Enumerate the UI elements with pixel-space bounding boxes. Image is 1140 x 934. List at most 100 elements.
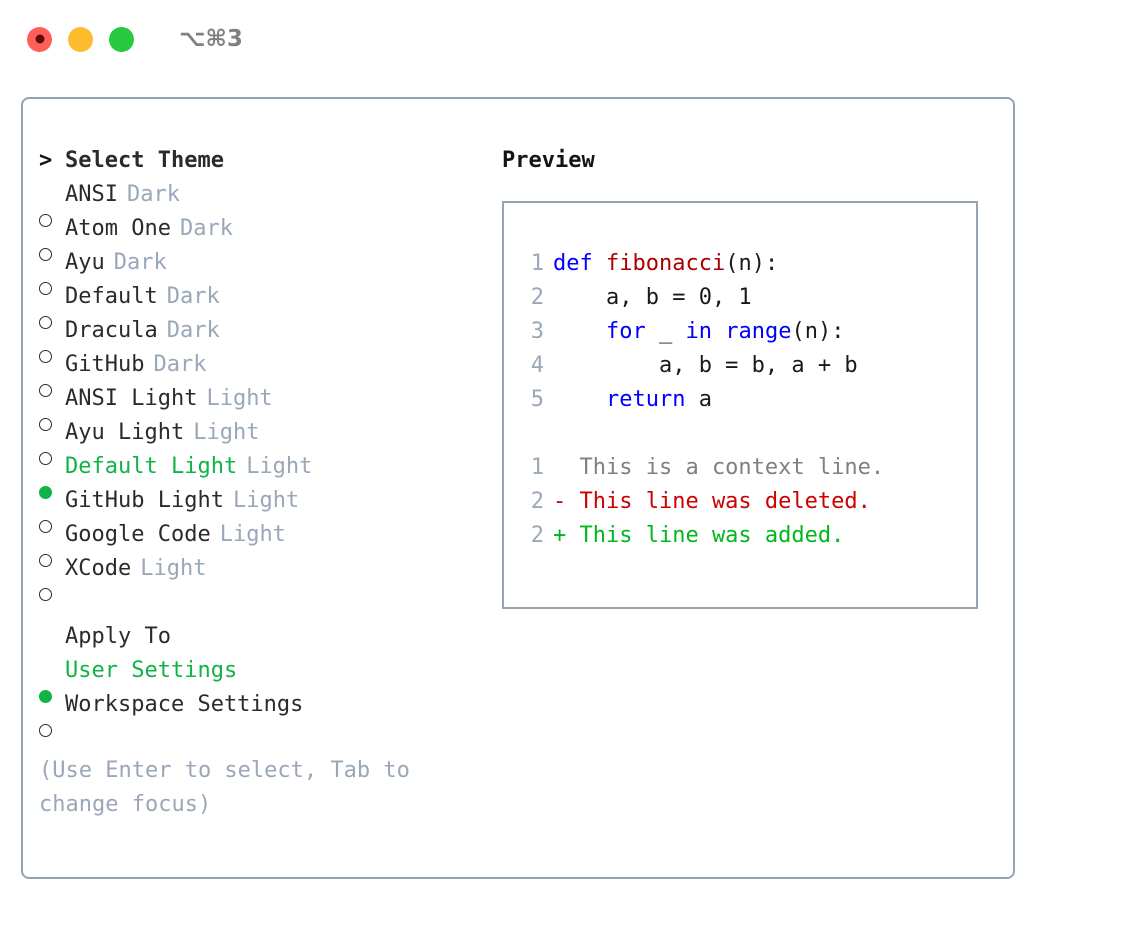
theme-name-label: Ayu Light [65,420,185,445]
radio-dot [39,520,52,533]
prompt-caret-icon: > [39,148,53,173]
diff-line: 2 + This line was added. [504,519,976,553]
theme-variant-tag: Dark [166,284,220,309]
apply-to-list-item[interactable]: User Settings [39,654,499,703]
theme-name-label: GitHub Light [65,488,224,513]
apply-to-indent [39,620,65,654]
line-number: 4 [530,353,544,378]
radio-dot [39,214,52,227]
close-window-icon[interactable] [27,26,52,52]
code-diff-gap [504,417,976,451]
theme-list-item[interactable]: Google Code Light [39,518,499,567]
maximize-window-icon[interactable] [109,26,134,52]
window-titlebar: ⌥⌘3 [0,0,1140,78]
theme-name-label: ANSI Light [65,386,198,411]
apply-to-label: User Settings [65,658,238,683]
radio-dot [39,486,52,499]
theme-list-item[interactable]: XCode Light [39,552,499,601]
radio-dot [39,452,52,465]
theme-name-label: Google Code [65,522,211,547]
code-line: 2 a, b = 0, 1 [504,281,976,315]
radio-dot [39,350,52,363]
theme-list-item[interactable]: Ayu Dark [39,246,499,295]
code-token: + This line was added. [553,523,845,548]
theme-list-item[interactable]: Default Light Light [39,450,499,499]
theme-variant-tag: Dark [179,216,233,241]
line-number: 1 [530,455,544,480]
code-token: a, b = b, a + b [553,353,858,378]
radio-dot [39,554,52,567]
line-number: 2 [530,285,544,310]
line-number: 3 [530,319,544,344]
theme-name-label: Default Light [65,454,238,479]
theme-variant-tag: Light [246,454,313,479]
line-number: 1 [530,251,544,276]
list-spacer [39,586,499,620]
code-token: a, b = 0, 1 [553,285,752,310]
code-text: + This line was added. [553,519,844,553]
code-text: This is a context line. [553,451,884,485]
radio-dot [39,282,52,295]
theme-name-label: Atom One [65,216,171,241]
radio-dot [39,384,52,397]
diff-sample: 1 This is a context line. 2 - This line wa… [504,451,976,553]
code-text: def fibonacci(n): [553,247,778,281]
code-token [553,387,606,412]
code-token: This is a context line. [553,455,885,480]
theme-name-label: Ayu [65,250,105,275]
apply-to-heading-label: Apply To [65,624,171,649]
code-token: fibonacci [605,251,726,276]
theme-name-label: XCode [65,556,132,581]
code-text: return a [553,383,712,417]
theme-list-item[interactable]: Ayu Light Light [39,416,499,465]
code-line: 3 for _ in range(n): [504,315,976,349]
line-number: 2 [530,523,544,548]
code-token [712,319,725,344]
theme-variant-tag: Dark [166,318,220,343]
theme-name-label: GitHub [65,352,145,377]
theme-list-item[interactable]: GitHub Light Light [39,484,499,533]
theme-name-label: ANSI [65,182,118,207]
code-token: return [605,387,686,412]
theme-list-item[interactable]: GitHub Dark [39,348,499,397]
apply-to-list-item[interactable]: Workspace Settings [39,688,499,737]
radio-dot [39,248,52,261]
code-token: in [685,319,712,344]
theme-name-label: Default [65,284,158,309]
radio-dot [39,588,52,601]
code-token: a [685,387,712,412]
theme-variant-tag: Dark [153,352,207,377]
code-token: - This line was deleted. [553,489,871,514]
minimize-window-icon[interactable] [68,26,93,52]
line-number: 2 [530,489,544,514]
theme-variant-tag: Dark [113,250,167,275]
code-line: 1 def fibonacci(n): [504,247,976,281]
theme-list-item[interactable]: Atom One Dark [39,212,499,261]
theme-variant-tag: Light [193,420,260,445]
apply-to-heading: Apply To [39,620,499,654]
code-token: (n): [791,319,845,344]
theme-variant-tag: Light [219,522,286,547]
keyboard-shortcut-label: ⌥⌘3 [179,25,243,52]
code-token: (n): [725,251,779,276]
select-theme-heading: > Select Theme [39,144,499,178]
apply-to-label: Workspace Settings [65,692,304,717]
code-text: - This line was deleted. [553,485,871,519]
code-text: a, b = 0, 1 [553,281,752,315]
theme-variant-tag: Light [140,556,207,581]
theme-variant-tag: Light [232,488,300,513]
radio-dot [39,724,52,737]
code-text: a, b = b, a + b [553,349,858,383]
theme-list-item[interactable]: Default Dark [39,280,499,329]
code-line: 5 return a [504,383,976,417]
code-line: 4 a, b = b, a + b [504,349,976,383]
